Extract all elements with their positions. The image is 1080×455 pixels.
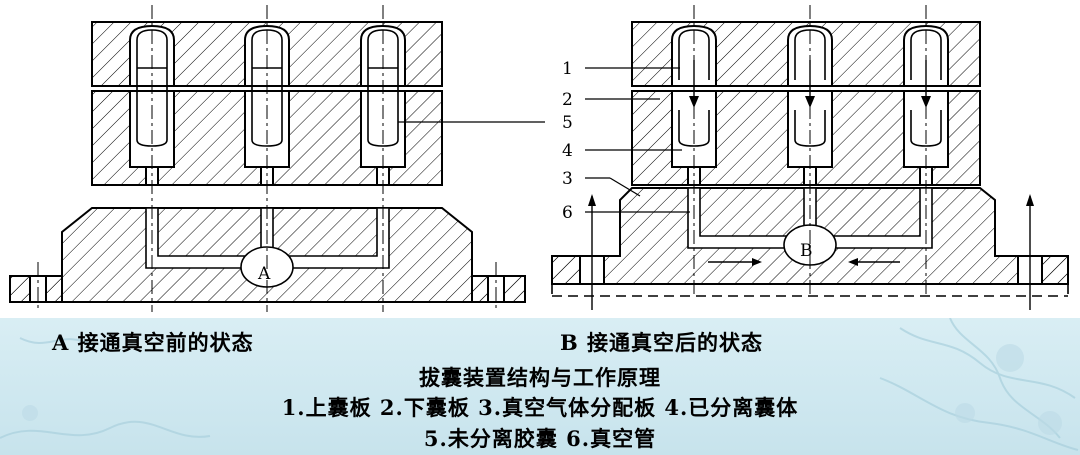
callout-4: 4 [562, 141, 573, 161]
assembly-a [9, 5, 545, 312]
callout-3: 3 [562, 169, 573, 189]
legend-line-1: 1.上囊板 2.下囊板 3.真空气体分配板 4.已分离囊体 [281, 395, 799, 420]
center-mark-b: B [800, 241, 813, 261]
center-mark-a: A [257, 264, 271, 284]
callout-5: 5 [562, 113, 573, 133]
legend-line-2: 5.未分离胶囊 6.真空管 [423, 426, 657, 451]
assembly-b [551, 5, 1069, 310]
state-b-label: B 接通真空后的状态 [560, 330, 764, 355]
callout-1: 1 [562, 59, 573, 79]
background-texture [0, 318, 1079, 451]
capsule-separator-diagram: A [9, 5, 1069, 312]
caption-band [0, 318, 1080, 455]
callout-6: 6 [562, 203, 573, 223]
callout-2: 2 [562, 90, 573, 110]
state-a-label: A 接通真空前的状态 [52, 330, 254, 355]
figure-title: 拔囊装置结构与工作原理 [419, 365, 661, 390]
